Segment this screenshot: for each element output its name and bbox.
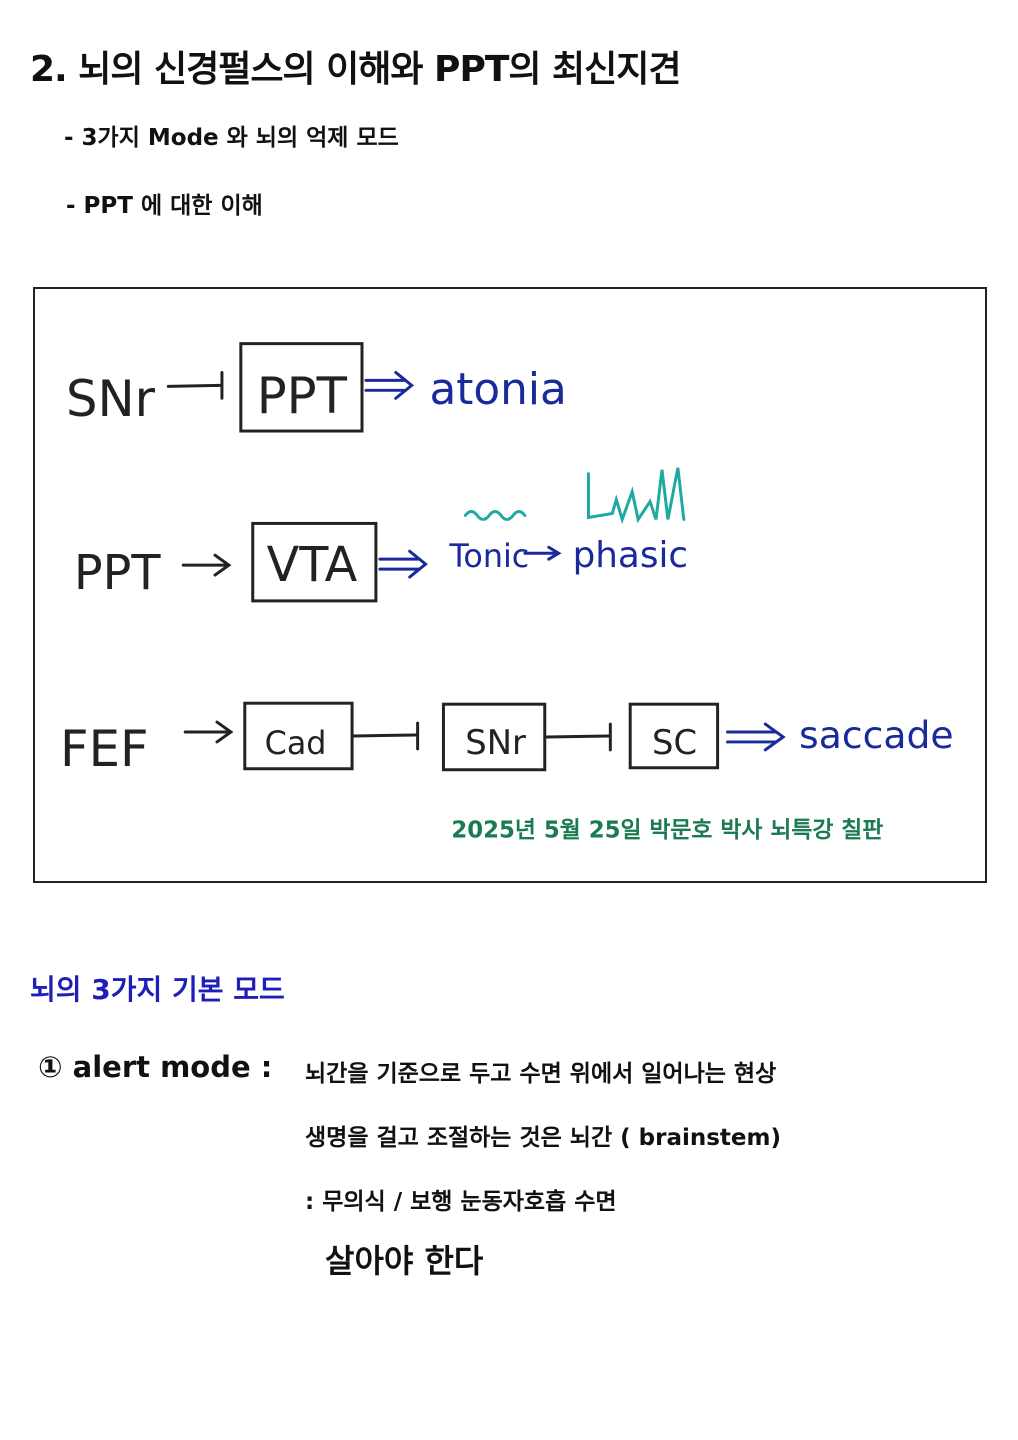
label-ppt-2: PPT <box>74 546 161 601</box>
label-snr-1: SNr <box>66 370 156 428</box>
inhibit-arrow-2 <box>352 721 420 751</box>
bullet-ppt: - PPT 에 대한 이해 <box>66 193 263 219</box>
body-line-2: 생명을 걸고 조절하는 것은 뇌간 ( brainstem) <box>305 1125 781 1151</box>
box-cad <box>243 701 354 771</box>
label-atonia: atonia <box>430 364 567 415</box>
label-phasic: phasic <box>573 535 688 576</box>
diagram-caption: 2025년 5월 25일 박문호 박사 뇌특강 칠판 <box>451 817 883 843</box>
arrow-2 <box>181 553 232 577</box>
body-line-emphasis: 살아야 한다 <box>325 1242 484 1280</box>
label-tonic: Tonic <box>448 539 529 575</box>
bullet-modes: - 3가지 Mode 와 뇌의 억제 모드 <box>64 125 399 151</box>
box-ppt-1 <box>239 342 364 433</box>
box-snr <box>441 702 547 772</box>
label-fef: FEF <box>60 720 149 778</box>
label-saccade: saccade <box>799 713 954 757</box>
double-arrow-3 <box>726 722 786 752</box>
label-snr-box: SNr <box>465 723 526 762</box>
phasic-spikes <box>586 467 686 525</box>
label-sc-box: SC <box>652 723 697 762</box>
arrow-3 <box>183 720 234 744</box>
whiteboard-diagram: SNr PPT PPT VTA FEF Cad SNr SC atonia To… <box>33 287 987 883</box>
body-line-3: : 무의식 / 보행 눈동자호흡 수면 <box>305 1189 617 1215</box>
arrow-tonic-phasic <box>523 545 562 561</box>
box-vta <box>251 521 378 603</box>
label-cad-box: Cad <box>265 726 327 762</box>
body-line-1: 뇌간을 기준으로 두고 수면 위에서 일어나는 현상 <box>305 1061 777 1087</box>
label-vta-box: VTA <box>267 538 358 593</box>
inhibit-arrow-1 <box>166 370 224 400</box>
box-sc <box>628 702 720 770</box>
diagram-svg: SNr PPT PPT VTA FEF Cad SNr SC atonia To… <box>60 342 954 843</box>
inhibit-arrow-3 <box>545 722 612 752</box>
section-heading: 뇌의 3가지 기본 모드 <box>30 973 285 1006</box>
double-arrow-2 <box>378 549 428 579</box>
page-title: 2. 뇌의 신경펄스의 이해와 PPT의 최신지견 <box>30 49 682 90</box>
double-arrow-1 <box>364 370 415 400</box>
label-ppt-box: PPT <box>257 367 348 425</box>
mode-label: ① alert mode : <box>38 1050 273 1084</box>
tonic-wave <box>463 510 527 521</box>
